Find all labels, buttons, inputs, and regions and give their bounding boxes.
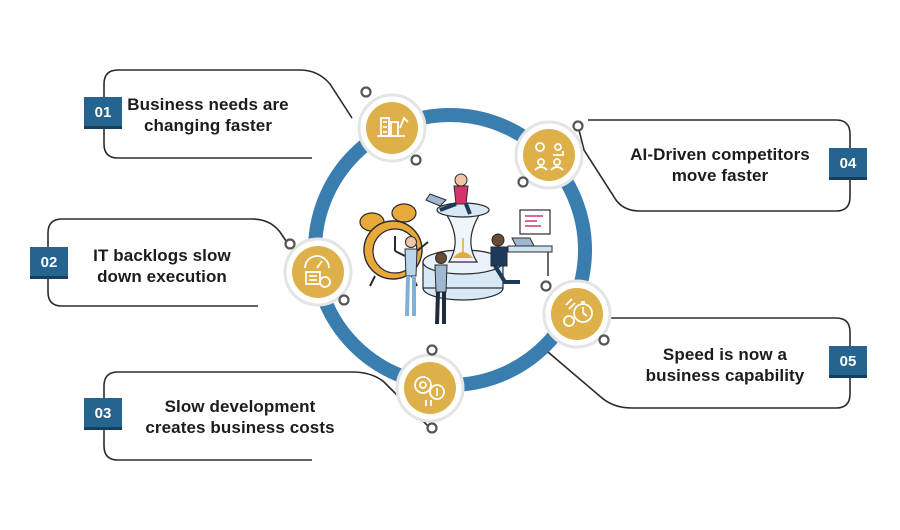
callout-outline-02	[47, 218, 289, 307]
badge-02: 02	[30, 247, 68, 279]
callout-outline-05	[547, 317, 851, 409]
badge-03: 03	[84, 398, 122, 430]
item-05-line-2: business capability	[645, 366, 805, 385]
item-03-label: Slow development creates business costs	[130, 396, 350, 438]
building-growth-icon	[377, 116, 409, 137]
icon-circle-04	[514, 120, 584, 190]
item-05-line-1: Speed is now a	[662, 345, 788, 364]
item-02-line-1: IT backlogs slow	[93, 246, 231, 265]
callout-outline-03	[103, 371, 429, 461]
item-02-label: IT backlogs slow down execution	[72, 245, 252, 287]
desk-with-computer	[507, 209, 553, 276]
team-hourglass-alarm-clock-illustration	[359, 173, 553, 325]
person-with-laptop	[425, 173, 472, 215]
item-03-line-1: Slow development	[164, 397, 316, 416]
item-05-label: Speed is now a business capability	[620, 344, 830, 386]
icon-circle-03	[395, 353, 465, 423]
callout-outlines	[47, 69, 851, 461]
callout-outline-01	[103, 69, 353, 159]
item-03-line-2: creates business costs	[145, 418, 335, 437]
item-04-line-1: AI-Driven competitors	[630, 145, 810, 164]
icon-circle-01	[357, 93, 427, 163]
badge-01: 01	[84, 97, 122, 129]
speedometer-document-icon	[304, 255, 331, 288]
icon-circle-05	[542, 279, 612, 349]
item-02-line-2: down execution	[97, 267, 227, 286]
gear-coin-icon	[414, 376, 445, 406]
standing-person-center	[434, 252, 448, 325]
callout-outline-04	[577, 119, 851, 212]
item-04-line-2: move faster	[671, 166, 769, 185]
icon-circles	[283, 93, 612, 423]
gears-stopwatch-icon	[563, 298, 593, 327]
badge-04: 04	[829, 148, 867, 180]
item-01-line-2: changing faster	[143, 116, 273, 135]
ai-competitors-icon	[534, 142, 564, 171]
connector-dots	[284, 86, 610, 434]
item-04-label: AI-Driven competitors move faster	[605, 144, 835, 186]
person-at-desk	[490, 233, 520, 284]
badge-05: 05	[829, 346, 867, 378]
item-01-line-1: Business needs are	[127, 95, 289, 114]
icon-circle-02	[283, 237, 353, 307]
standing-person-left	[404, 236, 429, 317]
item-01-label: Business needs are changing faster	[118, 94, 298, 136]
